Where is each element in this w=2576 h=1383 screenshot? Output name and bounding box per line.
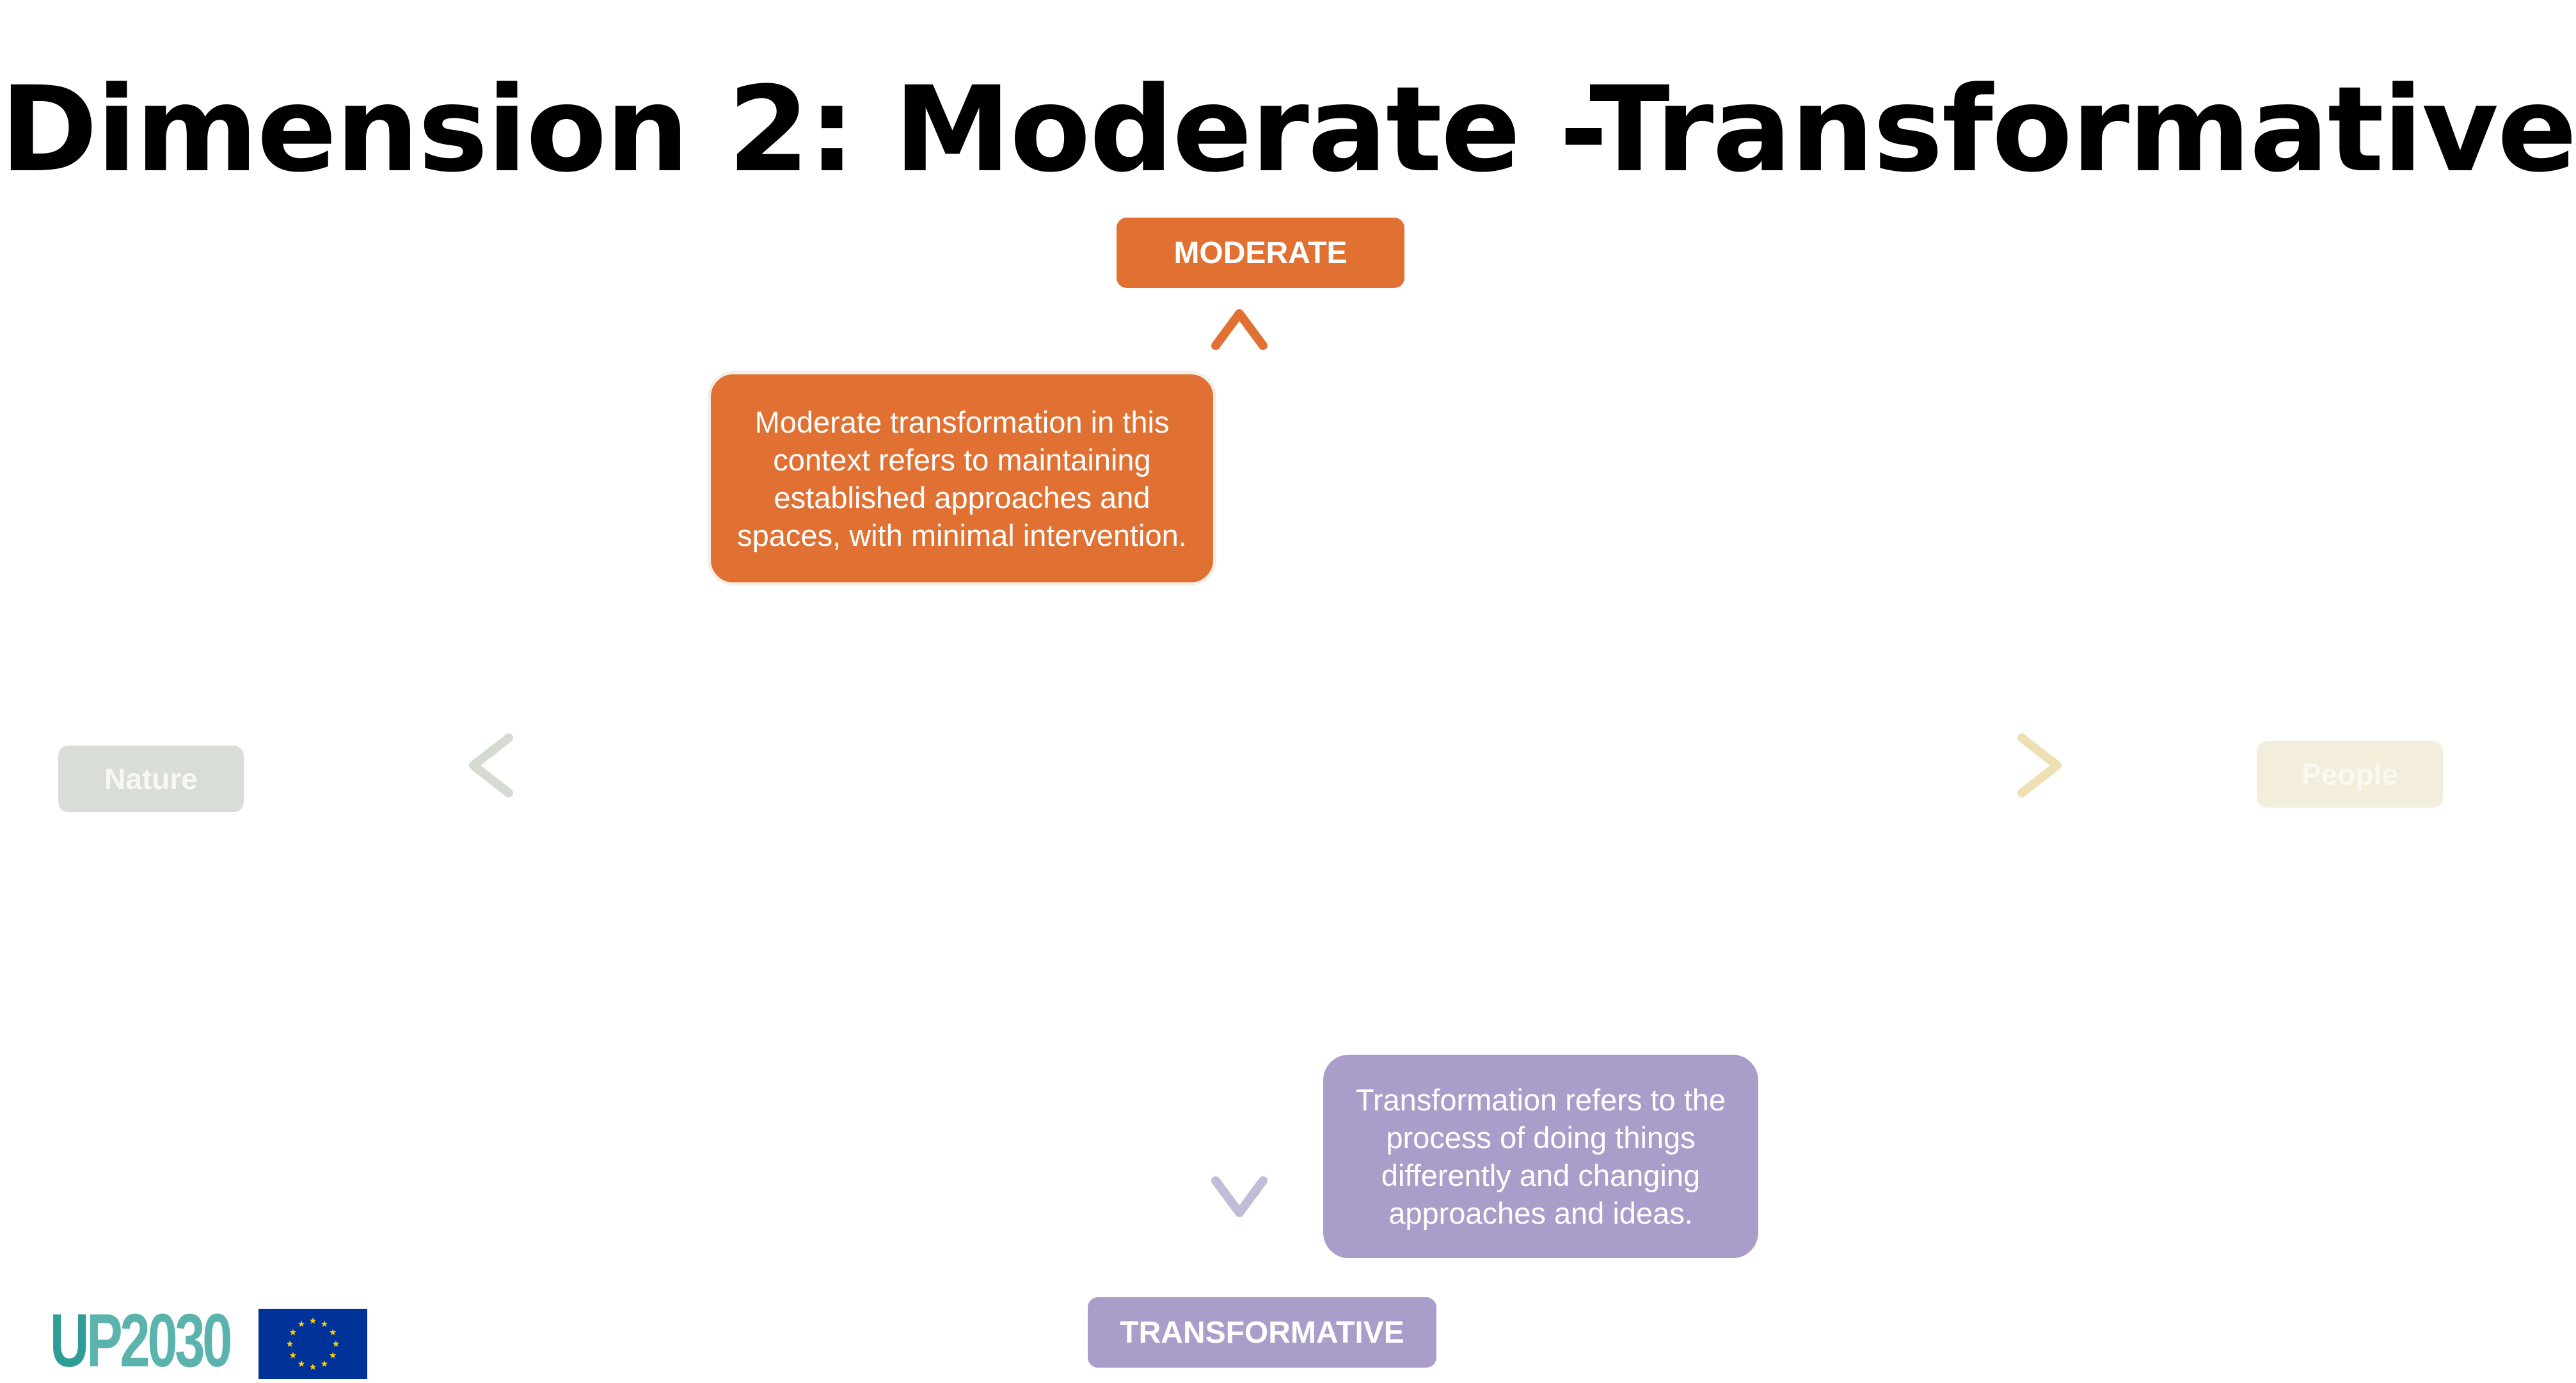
up2030-logo: UP2030	[50, 1303, 232, 1379]
eu-star-icon	[289, 1329, 297, 1336]
moderate-description: Moderate transformation in this context …	[708, 371, 1216, 586]
moderate-label: MODERATE	[1117, 218, 1404, 288]
nature-label: Nature	[58, 746, 244, 812]
eu-star-icon	[309, 1317, 317, 1324]
eu-star-icon	[298, 1360, 305, 1367]
people-label: People	[2257, 741, 2443, 808]
eu-star-icon	[332, 1340, 340, 1347]
horizontal-axis-arrow	[469, 733, 2062, 797]
transformative-label: TRANSFORMATIVE	[1088, 1297, 1436, 1368]
eu-star-icon	[321, 1360, 328, 1367]
vertical-axis-arrow	[1211, 309, 1268, 1217]
logo-rest: P2030	[86, 1299, 232, 1383]
eu-star-icon	[309, 1363, 317, 1370]
eu-star-icon	[286, 1340, 294, 1347]
page-title: Dimension 2: Moderate -Transformative	[0, 61, 2576, 198]
eu-flag-icon	[258, 1309, 367, 1379]
logo-first-letter: U	[50, 1299, 89, 1383]
eu-star-icon	[329, 1329, 337, 1336]
transformative-description-text: Transformation refers to the process of …	[1355, 1083, 1726, 1230]
moderate-description-text: Moderate transformation in this context …	[737, 404, 1187, 552]
eu-star-icon	[329, 1352, 337, 1359]
axes	[469, 309, 2062, 1217]
eu-star-icon	[321, 1320, 328, 1327]
eu-star-icon	[298, 1320, 305, 1327]
transformative-description: Transformation refers to the process of …	[1323, 1055, 1758, 1258]
eu-star-icon	[289, 1352, 297, 1359]
